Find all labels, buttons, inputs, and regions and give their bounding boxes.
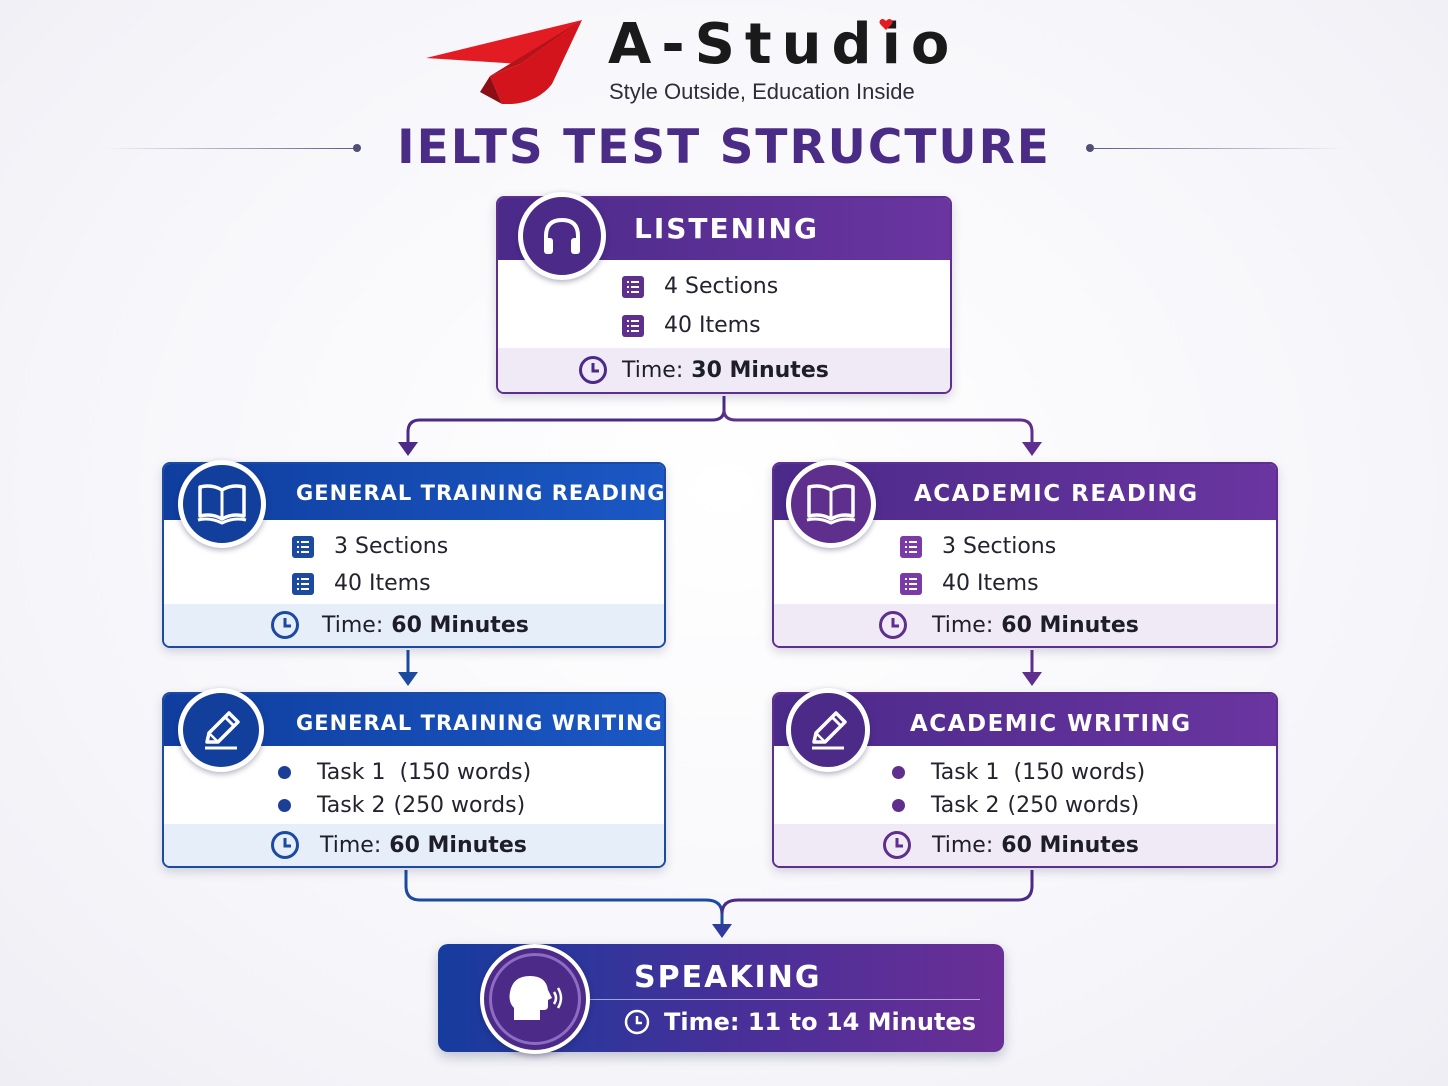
list-icon (292, 535, 314, 558)
ac-writing-badge (786, 688, 870, 772)
time-label: Time: (322, 612, 384, 638)
gt-writing-task-2-name: Task 2 (317, 793, 386, 818)
listening-title: LISTENING (634, 212, 819, 245)
task-item: Task 2 (250 words) (278, 793, 525, 818)
list-icon (900, 572, 922, 595)
gt-reading-title: GENERAL TRAINING READING (296, 481, 666, 505)
clock-icon (624, 1009, 650, 1035)
gt-writing-header: GENERAL TRAINING WRITING (164, 694, 664, 746)
list-item: 40 Items (900, 571, 1039, 596)
list-icon (622, 314, 644, 337)
ac-writing-task-2-words: (250 words) (1007, 793, 1140, 818)
open-book-icon (806, 484, 856, 525)
gt-writing-time-value: 60 Minutes (389, 832, 527, 858)
title-rule-right-dot (1086, 144, 1094, 152)
speaking-badge-ring (489, 953, 581, 1045)
listening-time-row: Time: 30 Minutes (498, 348, 950, 392)
ac-writing-time-row: Time: 60 Minutes (774, 824, 1276, 866)
listening-item-1: 4 Sections (664, 274, 779, 299)
ac-writing-title: ACADEMIC WRITING (910, 711, 1192, 737)
gt-writing-task-1-name: Task 1 (317, 760, 386, 785)
gt-reading-item-1: 3 Sections (334, 534, 449, 559)
time-label: Time: (622, 357, 684, 383)
gt-reading-badge (178, 460, 266, 548)
ac-reading-title: ACADEMIC READING (914, 481, 1199, 507)
clock-icon (579, 356, 607, 384)
ac-reading-time-row: Time: 60 Minutes (774, 604, 1276, 646)
title-rule-left-dot (353, 144, 361, 152)
gt-reading-time-row: Time: 60 Minutes (164, 604, 664, 646)
open-book-icon (197, 484, 247, 525)
bullet-dot (278, 766, 291, 779)
ac-reading-item-1: 3 Sections (942, 534, 1057, 559)
gt-writing-task-1-words: (150 words) (399, 760, 532, 785)
time-label: Time: (320, 832, 382, 858)
ac-reading-time-value: 60 Minutes (1001, 612, 1139, 638)
list-item: 40 Items (292, 571, 431, 596)
list-item: 3 Sections (900, 534, 1056, 559)
speaking-time: Time: 11 to 14 Minutes (664, 1008, 976, 1036)
bullet-dot (278, 799, 291, 812)
list-icon (622, 275, 644, 298)
clock-icon (271, 611, 299, 639)
speaking-head-icon (509, 976, 563, 1020)
gt-reading-item-2: 40 Items (334, 571, 431, 596)
list-icon (900, 535, 922, 558)
ac-reading-item-2: 40 Items (942, 571, 1039, 596)
listening-badge (518, 192, 606, 280)
heart-icon (879, 19, 893, 30)
brand-name: A-Studio (608, 12, 960, 77)
pencil-icon (205, 711, 240, 750)
bullet-dot (892, 766, 905, 779)
time-label: Time: (932, 612, 994, 638)
listening-time-value: 30 Minutes (691, 357, 829, 383)
gt-writing-badge (178, 688, 264, 772)
time-label: Time: (932, 832, 994, 858)
gt-writing-time-row: Time: 60 Minutes (164, 824, 664, 866)
task-item: Task 1 (150 words) (278, 760, 531, 785)
bullet-dot (892, 799, 905, 812)
title-rule-left (104, 148, 354, 149)
ac-writing-task-1-words: (150 words) (1013, 760, 1146, 785)
ac-reading-badge (786, 460, 876, 548)
speaking-title: SPEAKING (634, 960, 822, 995)
headphones-icon (544, 217, 580, 254)
listening-item-2: 40 Items (664, 313, 761, 338)
speaking-badge (480, 944, 590, 1054)
pencil-icon (812, 711, 847, 750)
speaking-divider (590, 999, 980, 1000)
speaking-time-row: Time: 11 to 14 Minutes (624, 1008, 976, 1036)
list-icon (292, 572, 314, 595)
task-item: Task 2 (250 words) (892, 793, 1139, 818)
gt-writing-task-2-words: (250 words) (393, 793, 526, 818)
clock-icon (271, 831, 299, 859)
list-item: 3 Sections (292, 534, 448, 559)
page-title: IELTS TEST STRUCTURE (397, 120, 1051, 175)
gt-writing-title: GENERAL TRAINING WRITING (296, 711, 663, 735)
clock-icon (883, 831, 911, 859)
gt-writing-card: GENERAL TRAINING WRITING Task 1 (150 wor… (162, 692, 666, 868)
brand-tagline: Style Outside, Education Inside (609, 79, 915, 104)
clock-icon (879, 611, 907, 639)
list-item: 4 Sections (622, 274, 778, 299)
ac-writing-task-1-name: Task 1 (931, 760, 1000, 785)
paper-plane-logo (426, 20, 582, 104)
task-item: Task 1 (150 words) (892, 760, 1145, 785)
title-rule-right (1094, 148, 1344, 149)
ac-writing-time-value: 60 Minutes (1001, 832, 1139, 858)
ac-writing-task-2-name: Task 2 (931, 793, 1000, 818)
list-item: 40 Items (622, 313, 761, 338)
gt-reading-time-value: 60 Minutes (391, 612, 529, 638)
